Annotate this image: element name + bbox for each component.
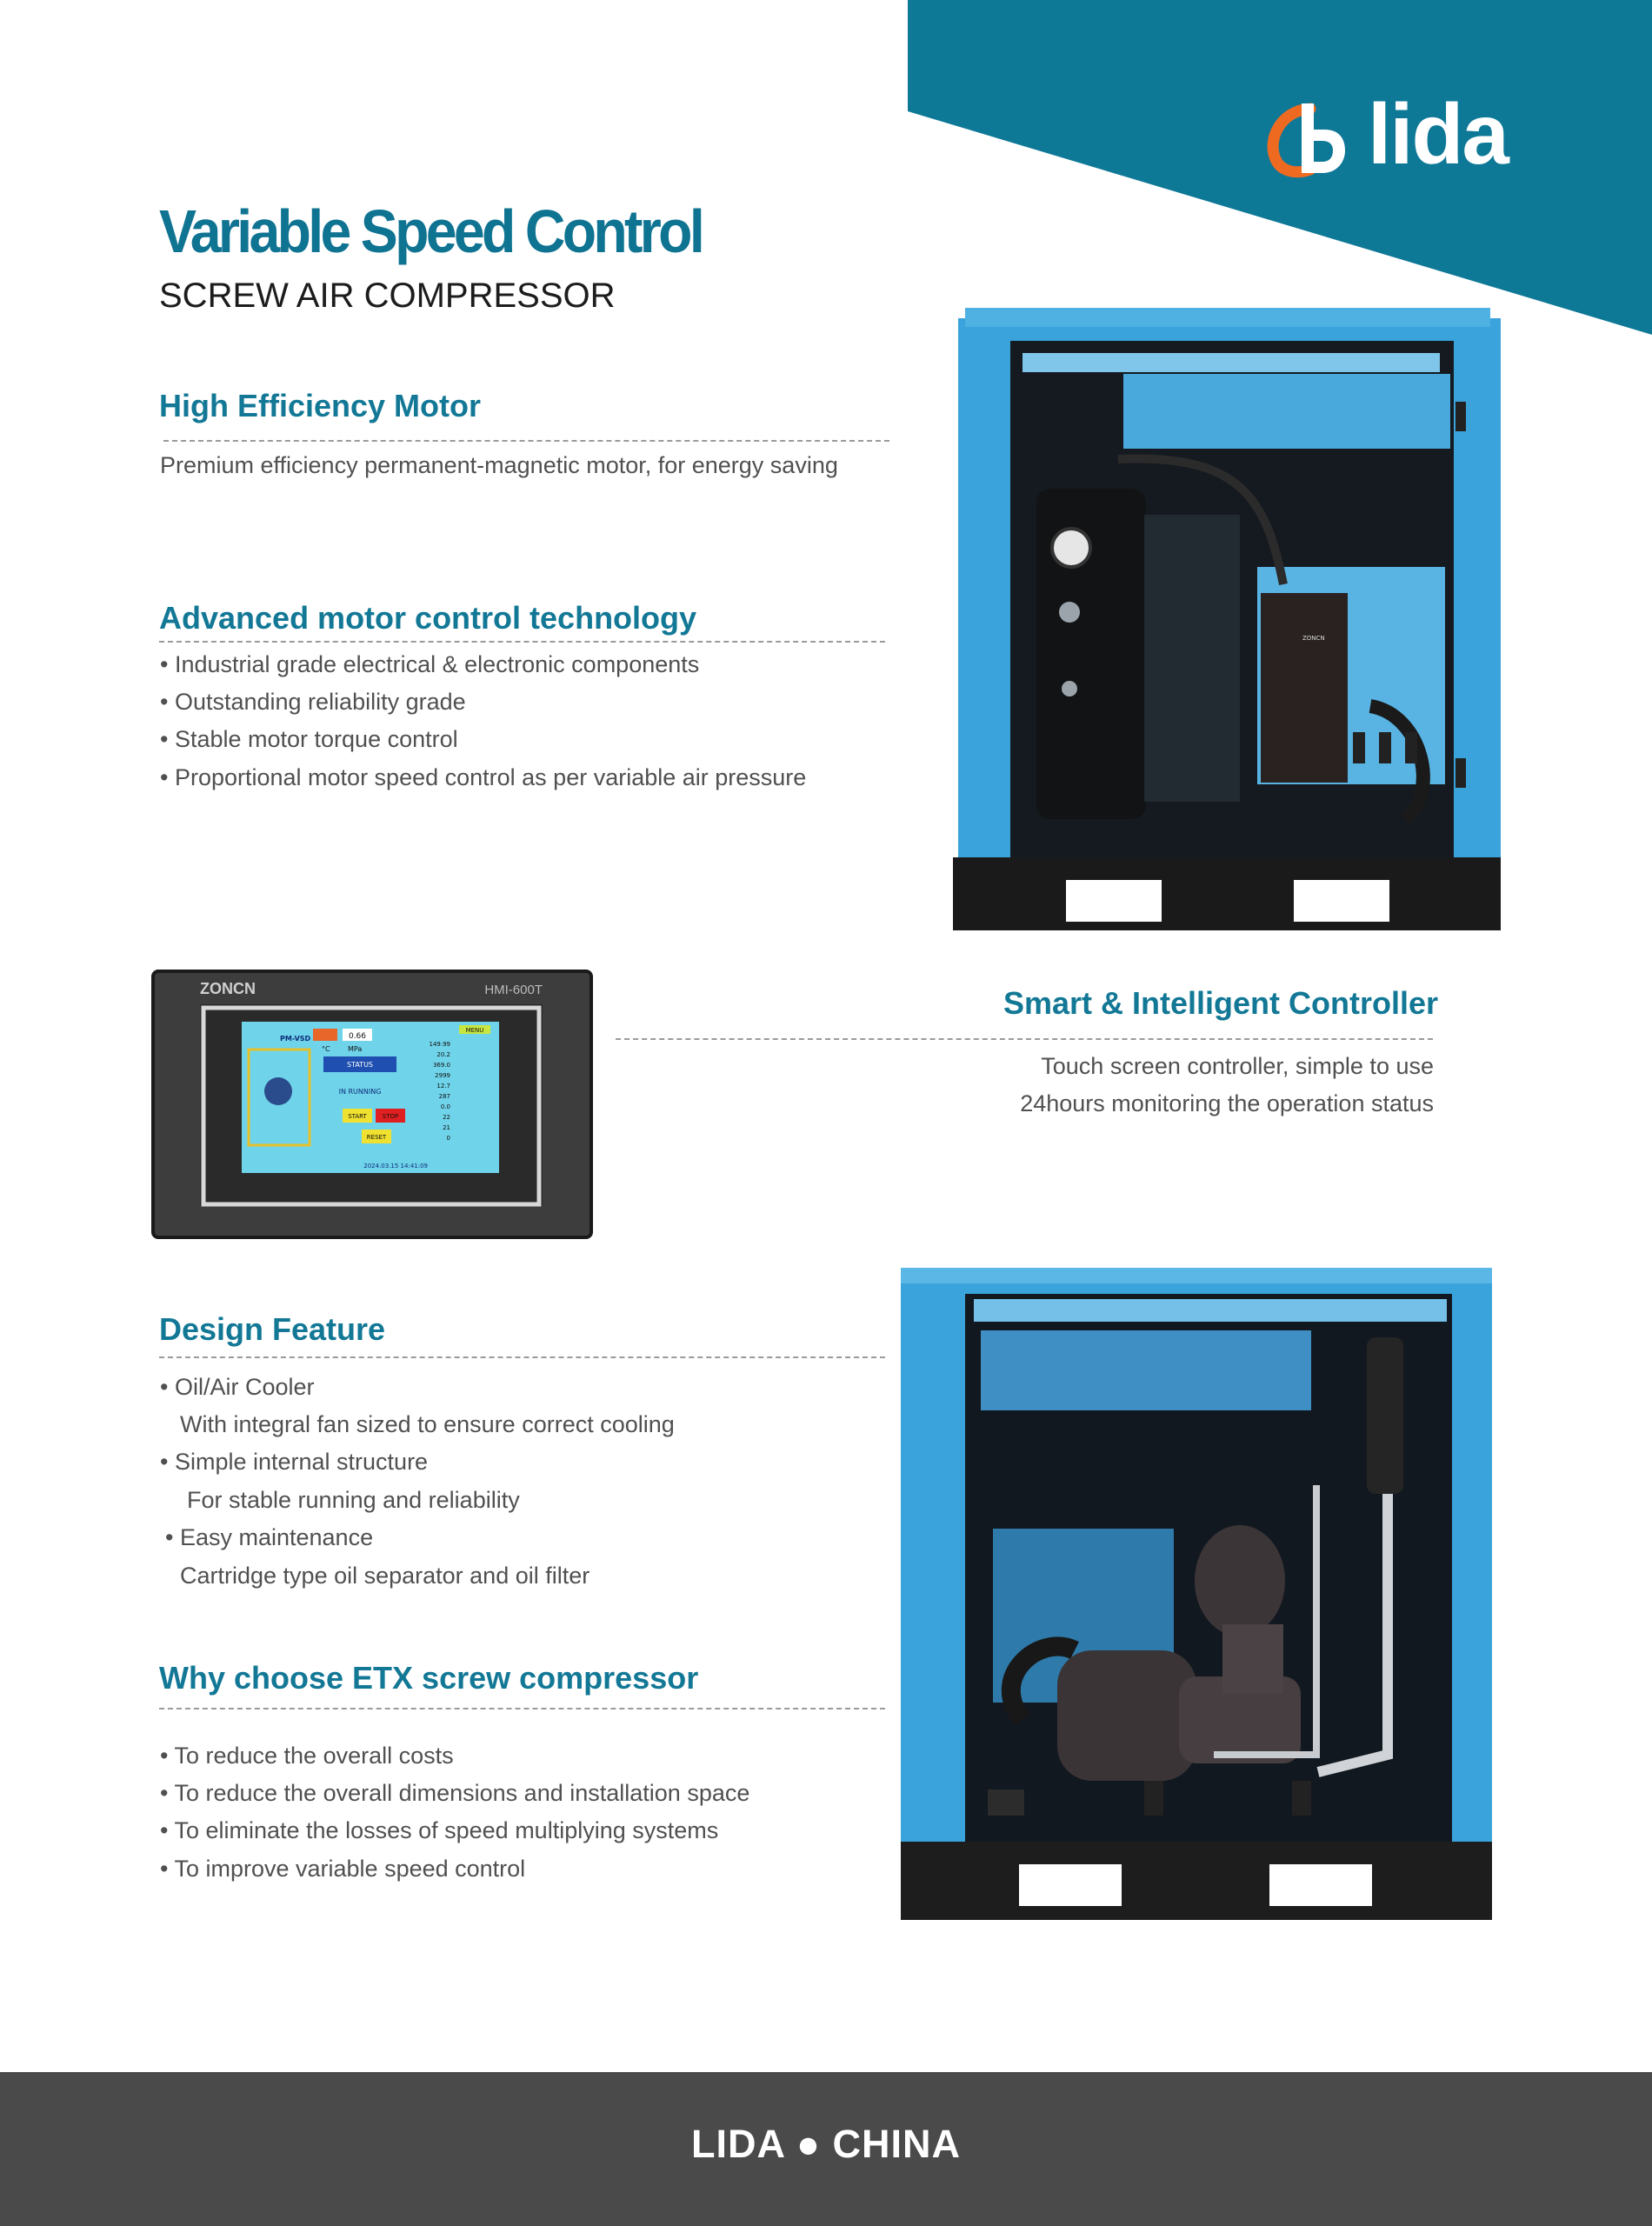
hmi-menu: MENU bbox=[466, 1027, 484, 1034]
why-item: • To eliminate the losses of speed multi… bbox=[160, 1817, 719, 1843]
hmi-reading: 0.0 bbox=[441, 1103, 450, 1110]
control-item: • Industrial grade electrical & electron… bbox=[160, 651, 700, 677]
hmi-reading: 21 bbox=[443, 1124, 450, 1131]
design-divider bbox=[159, 1356, 885, 1358]
control-heading: Advanced motor control technology bbox=[159, 600, 697, 636]
hmi-reading: 22 bbox=[443, 1114, 450, 1121]
design-item-detail: For stable running and reliability bbox=[187, 1487, 520, 1513]
hmi-reading: 20.2 bbox=[436, 1051, 450, 1058]
compressor-photo-top: ZONCN bbox=[953, 308, 1501, 930]
hmi-brand: ZONCN bbox=[200, 980, 256, 997]
hmi-reading: 12.7 bbox=[436, 1083, 450, 1090]
why-divider bbox=[159, 1708, 885, 1709]
hmi-status: STATUS bbox=[347, 1061, 373, 1069]
hmi-date: 2024.03.15 14:41:09 bbox=[363, 1163, 428, 1170]
brand-logo: lida bbox=[1265, 91, 1509, 183]
control-item: • Proportional motor speed control as pe… bbox=[160, 764, 807, 790]
design-heading: Design Feature bbox=[159, 1311, 386, 1347]
hmi-pressure: 0.66 bbox=[349, 1032, 366, 1041]
hmi-screen-title: PM-VSD bbox=[280, 1035, 311, 1043]
hmi-controller-photo: ZONCN HMI-600T PM-VSD 0.66 °C MPa STATUS… bbox=[151, 970, 593, 1239]
hmi-running: IN RUNNING bbox=[339, 1088, 382, 1096]
controller-text: Touch screen controller, simple to use bbox=[1041, 1053, 1434, 1079]
page-subtitle: SCREW AIR COMPRESSOR bbox=[159, 277, 616, 315]
motor-divider bbox=[163, 440, 889, 442]
hmi-start: START bbox=[348, 1113, 367, 1120]
hmi-reset: RESET bbox=[367, 1134, 387, 1141]
vfd-label: ZONCN bbox=[1302, 635, 1325, 642]
footer-text: LIDA ● CHINA bbox=[691, 2122, 961, 2166]
compressor-photo-bottom bbox=[901, 1268, 1492, 1920]
control-item: • Stable motor torque control bbox=[160, 726, 458, 752]
controller-divider bbox=[616, 1038, 1433, 1040]
hmi-model: HMI-600T bbox=[484, 983, 543, 997]
why-item: • To reduce the overall dimensions and i… bbox=[160, 1780, 750, 1806]
hmi-reading: 369.0 bbox=[433, 1062, 450, 1069]
motor-heading: High Efficiency Motor bbox=[159, 388, 482, 423]
control-item: • Outstanding reliability grade bbox=[160, 689, 466, 715]
why-heading: Why choose ETX screw compressor bbox=[159, 1660, 699, 1696]
hmi-unit-c: °C bbox=[322, 1045, 330, 1053]
why-item: • To improve variable speed control bbox=[160, 1856, 526, 1882]
hmi-reading: 0 bbox=[447, 1135, 450, 1142]
hmi-stop: STOP bbox=[383, 1113, 398, 1120]
control-divider bbox=[159, 641, 885, 643]
design-item: • Easy maintenance bbox=[165, 1524, 374, 1550]
why-item: • To reduce the overall costs bbox=[160, 1743, 454, 1769]
controller-heading: Smart & Intelligent Controller bbox=[1003, 985, 1438, 1021]
motor-text: Premium efficiency permanent-magnetic mo… bbox=[160, 452, 838, 478]
logo-mark-icon bbox=[1267, 103, 1345, 178]
design-item-detail: With integral fan sized to ensure correc… bbox=[180, 1411, 675, 1437]
hmi-reading: 287 bbox=[439, 1093, 450, 1100]
footer-bar: LIDA ● CHINA bbox=[0, 2072, 1652, 2226]
controller-text: 24hours monitoring the operation status bbox=[1020, 1090, 1434, 1116]
design-item-detail: Cartridge type oil separator and oil fil… bbox=[180, 1563, 590, 1589]
design-item: • Oil/Air Cooler bbox=[160, 1374, 315, 1400]
page-title: Variable Speed Control bbox=[159, 197, 705, 265]
hmi-reading: 149.99 bbox=[430, 1041, 451, 1048]
hmi-reading: 2999 bbox=[435, 1072, 450, 1079]
hmi-unit-mpa: MPa bbox=[348, 1045, 362, 1053]
design-item: • Simple internal structure bbox=[160, 1449, 429, 1475]
logo-wordmark: lida bbox=[1368, 86, 1509, 182]
